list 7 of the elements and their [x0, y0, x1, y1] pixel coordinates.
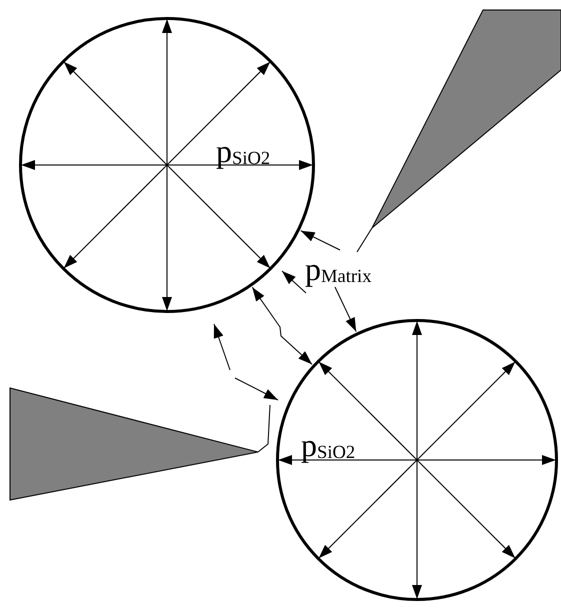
arrow: [252, 286, 313, 365]
particle-circle: [276, 319, 558, 601]
arrow: [300, 230, 340, 250]
arrow: [334, 286, 357, 332]
pressure-label: p$_{SiO2}$: [216, 135, 270, 167]
pressure-label: p$_{SiO2}$: [301, 429, 356, 461]
pressure-label: p$_{Matrix}$: [305, 253, 372, 285]
